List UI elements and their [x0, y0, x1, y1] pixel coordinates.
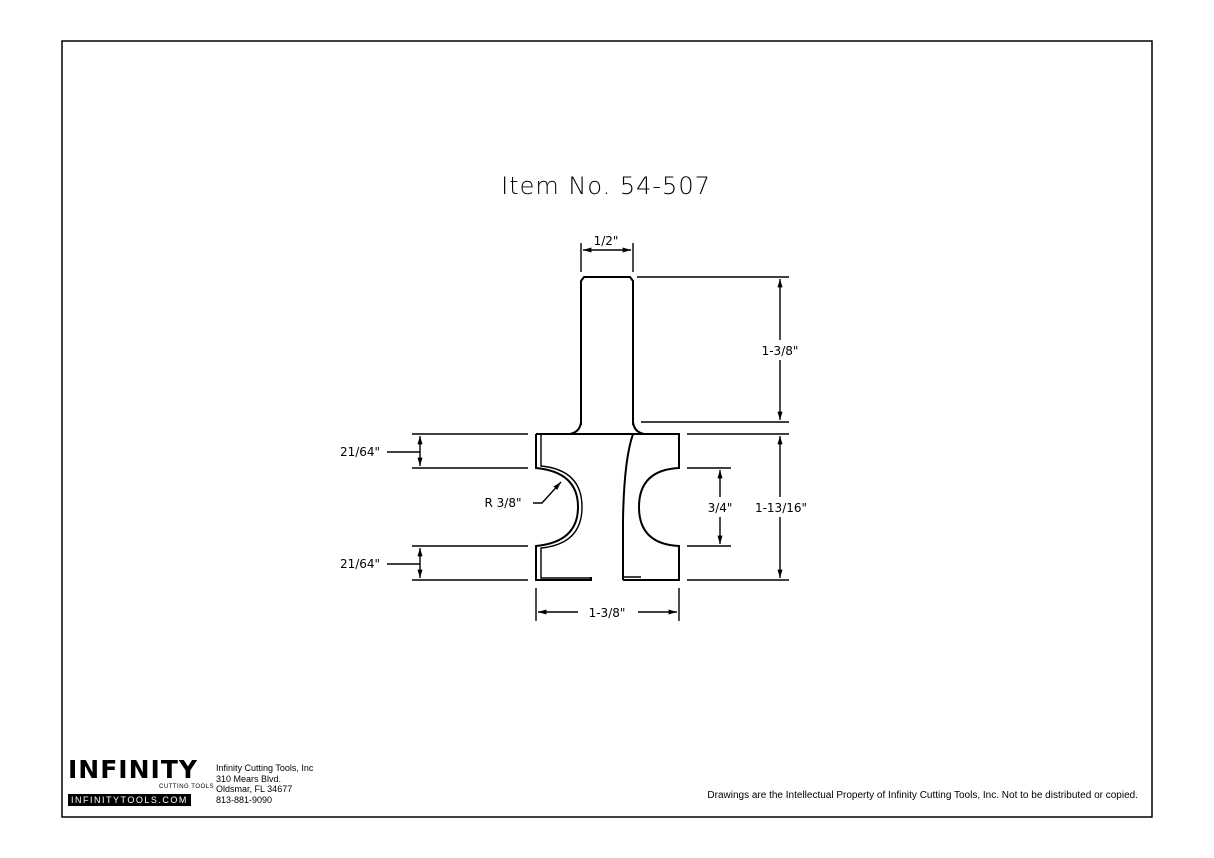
- dim-shank-diameter: 1/2": [594, 234, 619, 248]
- dimension-lines: [387, 243, 789, 621]
- company-street: 310 Mears Blvd.: [216, 773, 282, 784]
- dim-bead-height: 3/4": [708, 501, 733, 515]
- logo-url: INFINITYTOOLS.COM: [68, 794, 191, 806]
- company-city: Oldsmar, FL 34677: [216, 784, 293, 794]
- copyright-notice: Drawings are the Intellectual Property o…: [707, 790, 1138, 801]
- dim-shank-length: 1-3/8": [762, 344, 799, 358]
- company-address: Infinity Cutting Tools, Inc 310 Mears Bl…: [216, 763, 313, 805]
- logo-wordmark: INFINITY: [68, 755, 198, 784]
- dim-cutting-height: 1-13/16": [755, 501, 807, 515]
- dim-cutting-diameter: 1-3/8": [589, 606, 626, 620]
- company-name: Infinity Cutting Tools, Inc: [216, 763, 314, 773]
- dim-top-land: 21/64": [340, 445, 380, 459]
- logo-subtitle: CUTTING TOOLS: [159, 784, 214, 790]
- infinity-logo: INFINITY CUTTING TOOLS INFINITYTOOLS.COM: [68, 757, 214, 808]
- company-phone: 813-881-9090: [216, 794, 273, 805]
- router-bit-profile: [535, 276, 680, 581]
- sheet-border: [61, 40, 1153, 818]
- dim-bottom-land: 21/64": [340, 557, 380, 571]
- dim-radius: R 3/8": [485, 496, 522, 510]
- drawing-title: Item No. 54-507: [501, 172, 711, 200]
